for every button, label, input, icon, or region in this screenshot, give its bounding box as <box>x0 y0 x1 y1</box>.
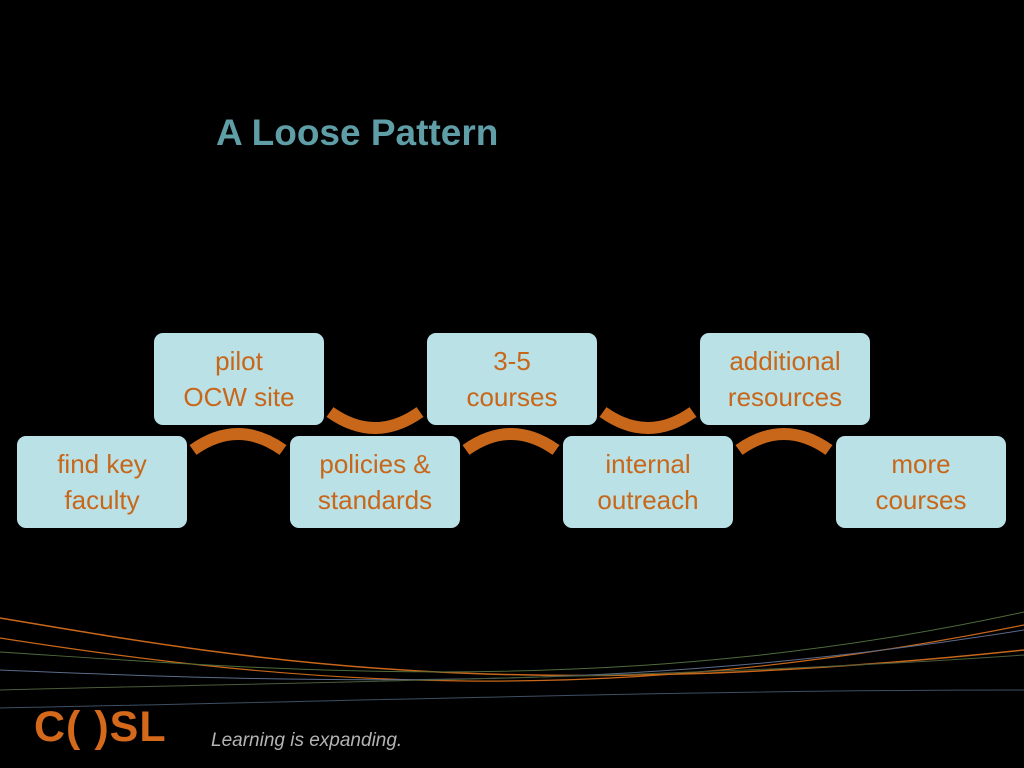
box-line: pilot <box>215 346 263 376</box>
slide-title: A Loose Pattern <box>216 112 499 153</box>
swoosh-line <box>0 611 1024 673</box>
decorative-swoosh-lines <box>0 611 1024 709</box>
box-line: faculty <box>64 485 140 515</box>
box-line: courses <box>875 485 967 515</box>
box-line: find key <box>57 449 147 479</box>
box-additional-resources: additional resources <box>700 333 870 425</box>
swoosh-line <box>0 654 1024 691</box>
box-line: resources <box>727 382 843 412</box>
box-find-key-faculty: find key faculty <box>17 436 187 528</box>
box-line: courses <box>466 382 558 412</box>
swoosh-line <box>0 689 1024 709</box>
box-policies-standards: policies & standards <box>290 436 460 528</box>
box-3-5-courses: 3-5 courses <box>427 333 597 425</box>
connector-arch-1 <box>189 428 287 455</box>
box-line: OCW site <box>183 382 295 412</box>
box-pilot-ocw-site: pilot OCW site <box>154 333 324 425</box>
box-line: outreach <box>597 485 699 515</box>
box-line: additional <box>729 346 841 376</box>
box-line: standards <box>317 485 433 515</box>
cosl-logo: C( )SL <box>34 703 167 751</box>
connector-arch-2 <box>462 428 560 455</box>
box-line: more <box>891 449 951 479</box>
box-line: internal <box>605 449 691 479</box>
box-line: 3-5 <box>493 346 531 376</box>
box-internal-outreach: internal outreach <box>563 436 733 528</box>
swoosh-line <box>0 617 1024 677</box>
connector-cup-2 <box>599 407 697 434</box>
swoosh-line <box>0 629 1024 681</box>
box-line: policies & <box>319 449 431 479</box>
swoosh-line <box>0 624 1024 682</box>
connector-arch-3 <box>735 428 833 455</box>
tagline: Learning is expanding. <box>211 730 403 751</box>
connector-cup-1 <box>326 407 424 434</box>
box-more-courses: more courses <box>836 436 1006 528</box>
